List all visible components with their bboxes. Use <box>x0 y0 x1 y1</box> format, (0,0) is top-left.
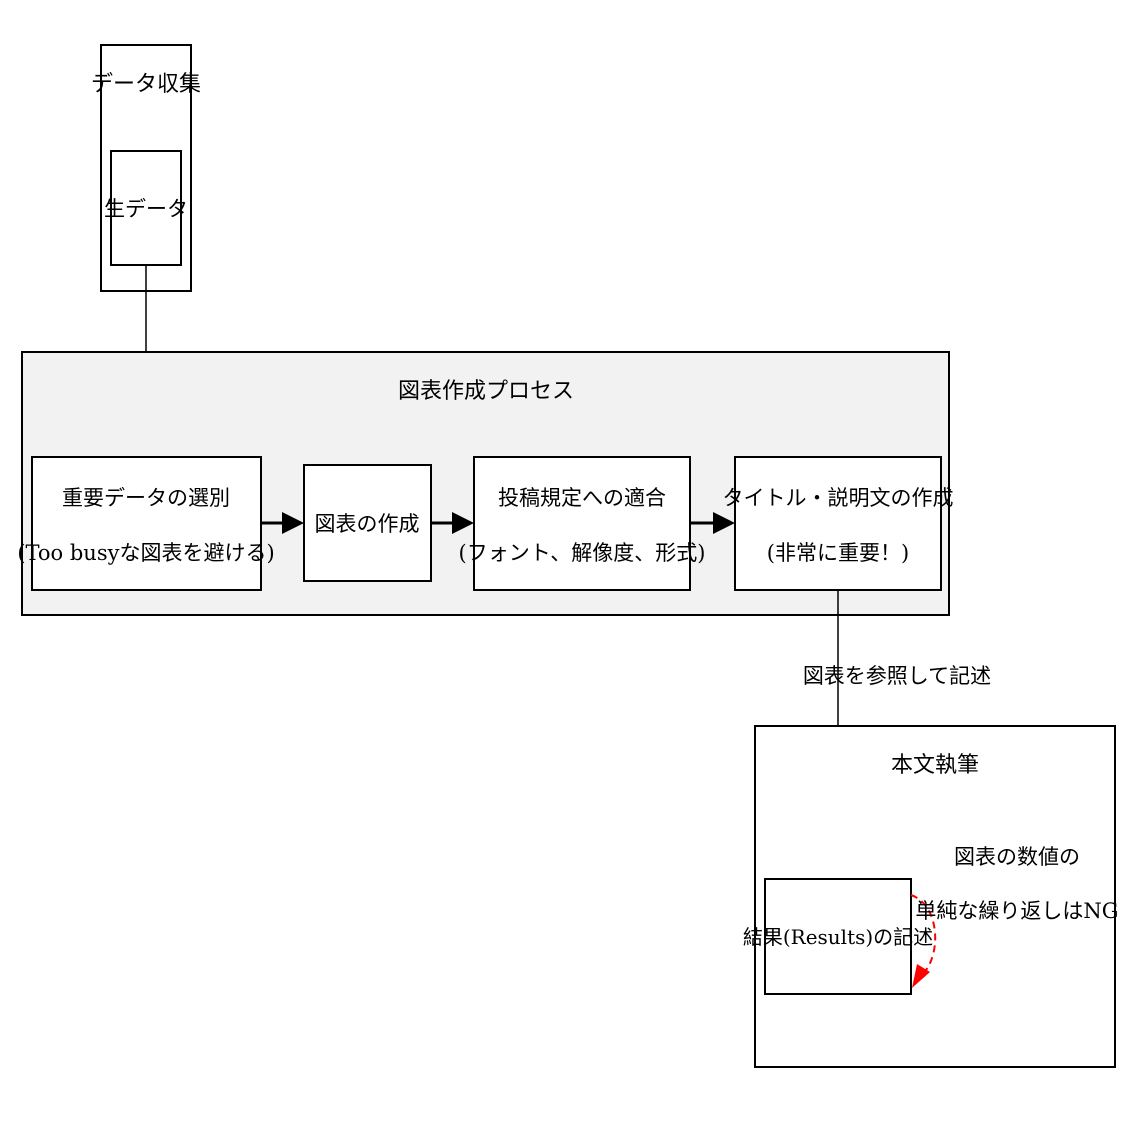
node-select-data: 重要データの選別 (Too busyな図表を避ける) <box>17 456 275 591</box>
node-title-caption: タイトル・説明文の作成 (非常に重要！) <box>723 456 954 591</box>
edge-conform-to-title <box>690 512 735 534</box>
edge-make-to-conform <box>431 512 474 534</box>
edge-make-to-conform-arrowhead <box>452 512 474 534</box>
node-make-figure: 図表の作成 <box>303 464 432 582</box>
node-make-figure-box <box>303 464 432 582</box>
edge-select-to-make-arrowhead <box>282 512 304 534</box>
ng-note-line1: 図表の数値の <box>954 845 1080 869</box>
ng-note-line2: 単純な繰り返しはNG <box>915 899 1118 923</box>
node-conform-box <box>473 456 691 591</box>
edge-select-to-make <box>261 512 304 534</box>
edge-results-self-loop: 図表の数値の 単純な繰り返しはNG <box>910 845 1119 988</box>
node-select-data-line1: 重要データの選別 <box>62 486 230 510</box>
node-raw-data: 生データ <box>104 150 188 266</box>
cluster-writing-label: 本文執筆 <box>891 753 979 778</box>
self-loop-arrowhead <box>912 964 930 988</box>
node-select-data-line2: (Too busyな図表を避ける) <box>17 541 274 565</box>
edge-conform-to-title-arrowhead <box>713 512 735 534</box>
node-raw-data-label: 生データ <box>104 197 188 221</box>
node-conform: 投稿規定への適合 (フォント、解像度、形式) <box>459 456 706 591</box>
cluster-figure-process-label: 図表作成プロセス <box>398 379 574 404</box>
node-results-label: 結果(Results)の記述 <box>743 925 933 949</box>
node-results-box <box>764 878 912 995</box>
cluster-data-collection-label: データ収集 <box>91 72 201 97</box>
edge-refer-label: 図表を参照して記述 <box>803 664 991 688</box>
node-results: 結果(Results)の記述 <box>743 878 933 995</box>
node-conform-line2: (フォント、解像度、形式) <box>459 541 706 565</box>
node-raw-data-box <box>110 150 182 266</box>
node-title-caption-line1: タイトル・説明文の作成 <box>723 486 954 510</box>
node-title-caption-box <box>734 456 942 591</box>
node-conform-line1: 投稿規定への適合 <box>498 486 666 510</box>
node-title-caption-line2: (非常に重要！) <box>767 541 909 565</box>
node-select-data-box <box>31 456 262 591</box>
node-make-figure-label: 図表の作成 <box>315 512 420 536</box>
